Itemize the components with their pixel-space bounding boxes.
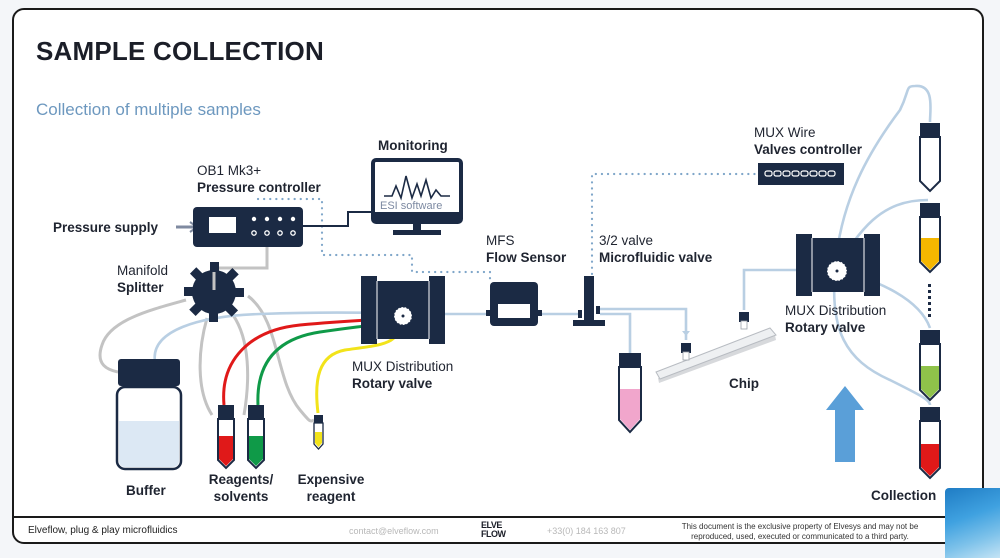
elveflow-logo: ELVE FLOW [481, 520, 506, 539]
microfluidic-valve-device[interactable] [573, 276, 605, 326]
slide-subtitle: Collection of multiple samples [36, 100, 261, 119]
buffer-bottle[interactable] [115, 359, 183, 471]
label-collection: Collection [871, 488, 937, 503]
label-expensive-reagent: Expensive reagent [297, 472, 365, 504]
label-flow-sensor: MFS Flow Sensor [486, 233, 567, 265]
footer-disclaimer: This document is the exclusive property … [681, 522, 919, 541]
tube-mux-to-tube4 [832, 269, 932, 406]
label-manifold-splitter: Manifold Splitter [117, 263, 169, 295]
label-mux-distribution-right: MUX Distribution Rotary valve [785, 303, 887, 335]
reagent-tube-red[interactable] [217, 405, 235, 470]
waste-tube-pink[interactable] [618, 353, 642, 434]
manifold-splitter-device[interactable] [184, 262, 244, 322]
label-pressure-controller: OB1 Mk3+ Pressure controller [197, 163, 321, 195]
mux-distribution-left-device[interactable] [361, 276, 445, 344]
label-buffer: Buffer [126, 483, 166, 498]
tube-manifold-to-expensive [247, 294, 315, 423]
label-reagents: Reagents/ solvents [208, 472, 274, 504]
mux-wire-controller-device[interactable] [758, 163, 844, 185]
label-mux-wire: MUX Wire Valves controller [754, 125, 863, 157]
flow-arrowhead [682, 331, 690, 336]
mux-distribution-right-device[interactable] [796, 234, 880, 296]
tube-buffer-to-mux [153, 311, 401, 363]
label-microfluidic-valve: 3/2 valve Microfluidic valve [599, 233, 713, 265]
tube-valve-to-waste [600, 312, 632, 355]
collection-tube-3[interactable] [919, 330, 941, 402]
control-wire-flowsensor [256, 197, 492, 284]
collection-tube-4[interactable] [919, 407, 941, 480]
expensive-reagent-tube[interactable] [313, 415, 324, 450]
usb-cable [303, 211, 378, 227]
label-monitoring: Monitoring [378, 138, 448, 153]
tube-mux-to-tube1 [833, 84, 932, 271]
flow-sensor-device[interactable] [486, 282, 542, 326]
monitor-screen-text: ESI software [380, 200, 443, 212]
pressure-controller-device[interactable] [193, 207, 303, 247]
label-pressure-supply: Pressure supply [53, 220, 159, 235]
tube-manifold-to-red [198, 317, 214, 416]
collection-tube-2[interactable] [919, 203, 941, 274]
control-wires [256, 172, 762, 284]
slide-title: SAMPLE COLLECTION [36, 36, 324, 66]
up-arrow-icon [826, 386, 864, 462]
pressure-tubes [98, 230, 315, 423]
more-tubes-ellipsis [928, 284, 931, 317]
webcam-overlay [945, 488, 1000, 558]
monitor-icon[interactable] [371, 158, 463, 235]
chip-device[interactable] [655, 312, 777, 383]
footer-tagline: Elveflow, plug & play microfluidics [28, 525, 178, 536]
reagent-tube-green[interactable] [247, 405, 265, 470]
footer-email[interactable]: contact@elveflow.com [349, 526, 439, 536]
tube-manifold-to-green [231, 314, 250, 416]
tube-manifold-to-buffer [98, 298, 187, 374]
footer-divider [12, 516, 988, 518]
collection-tube-1[interactable] [919, 123, 941, 193]
label-mux-distribution-left: MUX Distribution Rotary valve [352, 359, 454, 391]
tube-valve-to-chip [600, 307, 688, 340]
footer-phone: +33(0) 184 163 807 [547, 526, 626, 536]
label-chip: Chip [729, 376, 759, 391]
